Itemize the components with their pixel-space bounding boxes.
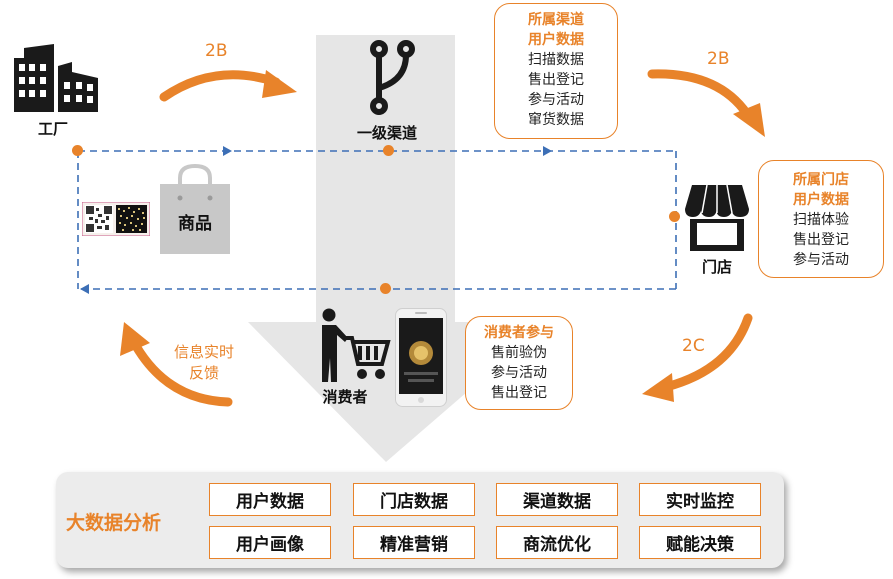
store-box-title: 用户数据 (793, 192, 849, 208)
consumer-data-box: 消费者参与 售前验伪 参与活动 售出登记 (465, 316, 573, 410)
big-data-cell: 渠道数据 (496, 483, 618, 516)
store-box-item: 售出登记 (793, 232, 849, 248)
feedback-label-line: 反馈 (188, 364, 219, 382)
channel-dot (383, 145, 394, 156)
big-data-cell: 用户数据 (209, 483, 331, 516)
channel-data-box: 所属渠道 用户数据 扫描数据 售出登记 参与活动 窜货数据 (494, 3, 618, 139)
consumer-label: 消费者 (322, 388, 368, 406)
consumer-box-title: 消费者参与 (484, 325, 554, 341)
store-box-item: 参与活动 (793, 252, 849, 268)
consumer-box-item: 售前验伪 (491, 345, 547, 361)
arrow-label-channel-store: 2B (707, 49, 730, 69)
arrow-label-store-consumer: 2C (682, 336, 705, 356)
shopping-bag-icon (160, 164, 230, 254)
factory-dot (72, 145, 83, 156)
product-label: 商品 (178, 214, 212, 234)
big-data-cell: 商流优化 (496, 526, 618, 559)
store-data-box: 所属门店 用户数据 扫描体验 售出登记 参与活动 (758, 160, 884, 278)
channel-box-item: 参与活动 (528, 92, 584, 108)
consumer-dot (380, 283, 391, 294)
big-data-cell: 用户画像 (209, 526, 331, 559)
storefront-icon (685, 184, 749, 251)
branch-icon (370, 40, 415, 115)
channel-box-title: 用户数据 (528, 32, 584, 48)
big-data-title: 大数据分析 (66, 512, 162, 534)
feedback-label: 信息实时 反馈 (164, 342, 244, 384)
big-data-cell: 门店数据 (353, 483, 475, 516)
big-data-cell: 实时监控 (639, 483, 761, 516)
channel-box-item: 窜货数据 (528, 112, 584, 128)
store-label: 门店 (701, 258, 732, 276)
arrow-label-factory-channel: 2B (205, 41, 228, 61)
store-box-item: 扫描体验 (793, 212, 849, 228)
shopping-cart-person-icon (322, 308, 391, 382)
channel-box-title: 所属渠道 (528, 12, 584, 28)
qr-code-icon (82, 202, 150, 236)
consumer-box-item: 售出登记 (491, 385, 547, 401)
factory-label: 工厂 (37, 120, 68, 138)
feedback-label-line: 信息实时 (173, 343, 234, 361)
big-data-cell: 赋能决策 (639, 526, 761, 559)
store-dot (669, 211, 680, 222)
factory-building-icon (14, 44, 98, 112)
smartphone-icon (395, 308, 447, 407)
channel-box-item: 售出登记 (528, 72, 584, 88)
store-box-title: 所属门店 (793, 172, 849, 188)
consumer-box-item: 参与活动 (491, 365, 547, 381)
big-data-panel: 大数据分析 用户数据 门店数据 渠道数据 实时监控 用户画像 精准营销 商流优化… (56, 472, 784, 568)
channel-box-item: 扫描数据 (528, 52, 584, 68)
big-data-cell: 精准营销 (353, 526, 475, 559)
channel-label: 一级渠道 (356, 124, 417, 142)
